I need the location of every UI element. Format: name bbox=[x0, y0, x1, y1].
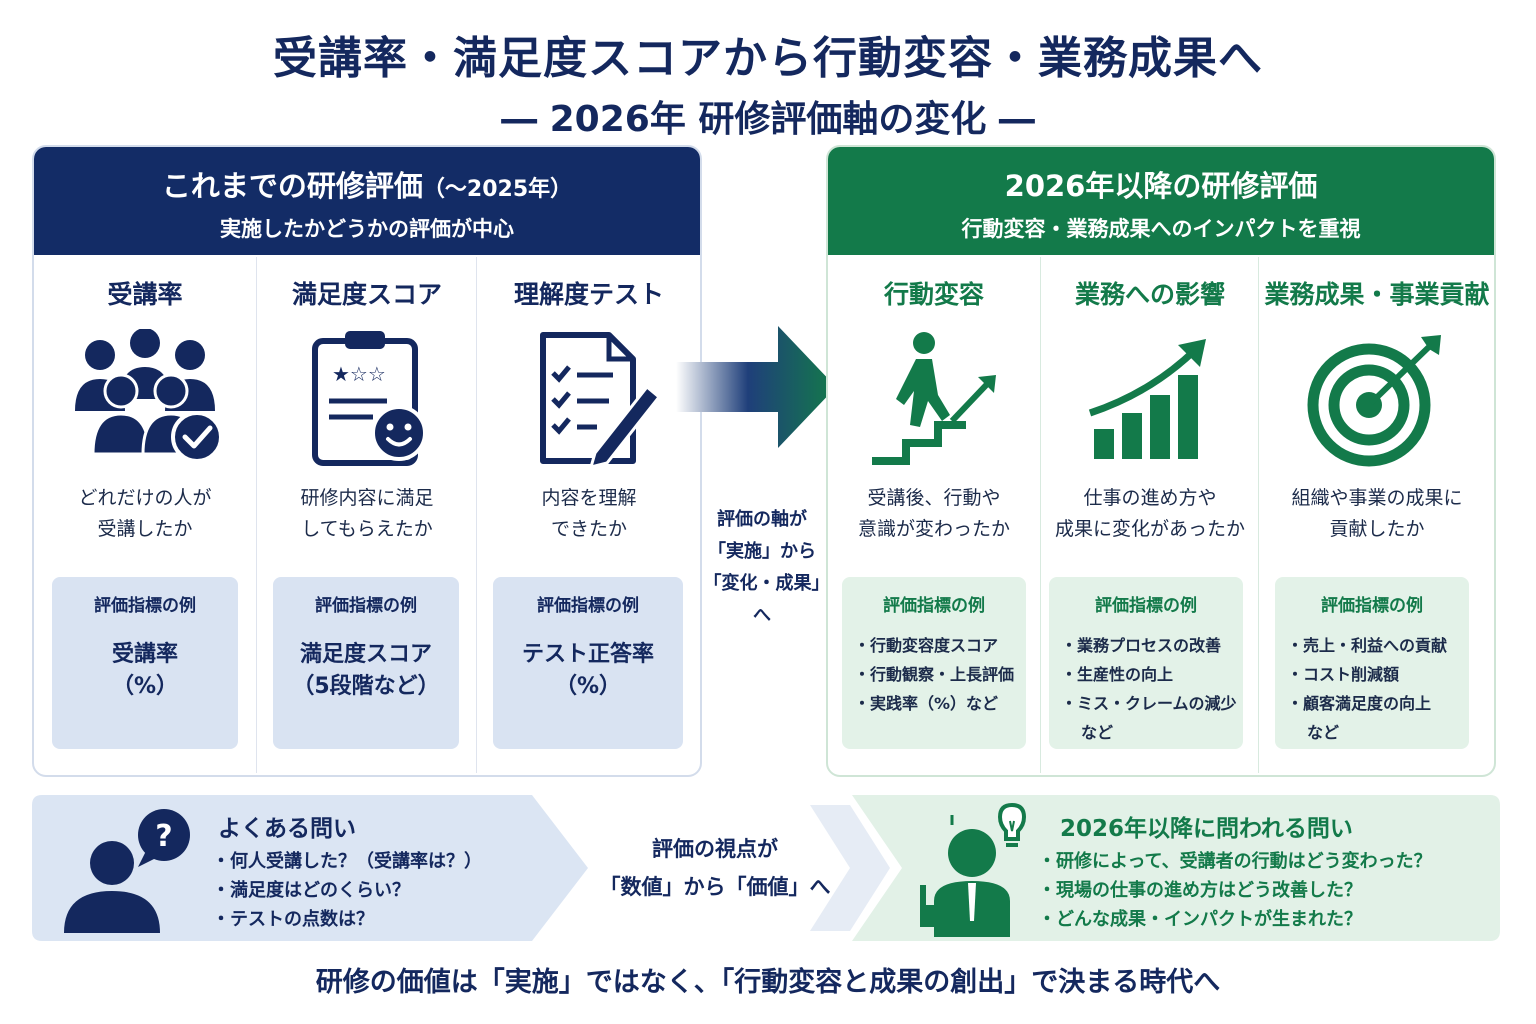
future-questions-title: 2026年以降に問われる問い bbox=[1060, 816, 1353, 842]
metric-unit: （%） bbox=[554, 674, 622, 699]
metric-item: 顧客満足度の向上 bbox=[1287, 689, 1463, 718]
metric-list: 行動変容度スコア 行動観察・上長評価 実践率（%）など bbox=[854, 631, 1020, 718]
metric-example-box: 評価指標の例 満足度スコア （5段階など） bbox=[273, 577, 459, 749]
column-desc-2: 受講したか bbox=[97, 518, 193, 540]
perspective-line-2: 「数値」から「価値」へ bbox=[599, 875, 831, 899]
metric-label: 評価指標の例 bbox=[883, 596, 985, 616]
old-column-understanding: 理解度テスト 内容を理解できたか 評価指標の例 テスト正答率 （%） bbox=[476, 257, 700, 773]
metric-example-box: 評価指標の例 行動変容度スコア 行動観察・上長評価 実践率（%）など bbox=[842, 577, 1026, 749]
new-header-sub: 行動変容・業務成果へのインパクトを重視 bbox=[961, 217, 1361, 241]
metric-item: コスト削減額 bbox=[1287, 660, 1463, 689]
column-desc-2: 意識が変わったか bbox=[857, 518, 1010, 540]
column-title: 満足度スコア bbox=[291, 280, 442, 309]
old-column-satisfaction: 満足度スコア ★☆☆ 研修内容に満足してもらえたか 評価指標の例 満足度スコア （… bbox=[256, 257, 477, 773]
metric-item: 生産性の向上 bbox=[1061, 660, 1237, 689]
column-desc-1: 内容を理解 bbox=[541, 487, 637, 509]
old-panel-header: これまでの研修評価（～2025年） 実施したかどうかの評価が中心 bbox=[34, 147, 700, 255]
people-check-icon bbox=[75, 329, 223, 463]
column-title: 理解度テスト bbox=[513, 280, 664, 309]
common-questions-list: 何人受講した？（受講率は？） 満足度はどのくらい？ テストの点数は？ bbox=[212, 847, 482, 934]
person-climbing-stairs-icon bbox=[872, 332, 996, 465]
axis-shift-line-1: 評価の軸が bbox=[717, 509, 807, 530]
question-item: 何人受講した？（受講率は？） bbox=[212, 847, 482, 876]
column-desc-1: 研修内容に満足 bbox=[300, 487, 434, 509]
axis-shift-text: 評価の軸が 「実施」から 「変化・成果」へ bbox=[700, 504, 824, 632]
person-question-icon: ? bbox=[64, 809, 190, 933]
old-header-main: これまでの研修評価 bbox=[161, 169, 423, 203]
column-title: 受講率 bbox=[107, 280, 183, 309]
old-evaluation-panel: これまでの研修評価（～2025年） 実施したかどうかの評価が中心 受講率 どれだ… bbox=[32, 145, 702, 777]
old-column-attendance: 受講率 どれだけの人が受講したか 評価指標の例 受講率 （%） bbox=[34, 257, 256, 773]
footer-message: 研修の価値は「実施」ではなく、「行動変容と成果の創出」で決まる時代へ bbox=[315, 967, 1221, 998]
transition-arrow-icon bbox=[676, 326, 836, 448]
column-desc-2: 貢献したか bbox=[1329, 518, 1425, 540]
metric-label: 評価指標の例 bbox=[315, 596, 417, 616]
metric-example-box: 評価指標の例 テスト正答率 （%） bbox=[493, 577, 683, 749]
metric-item-etc: など bbox=[1307, 723, 1340, 742]
clipboard-smile-icon: ★☆☆ bbox=[312, 331, 427, 466]
column-title: 行動変容 bbox=[883, 280, 984, 309]
column-desc-2: してもらえたか bbox=[301, 518, 433, 540]
column-desc-1: 仕事の進め方や bbox=[1083, 487, 1217, 509]
metric-item: 実践率（%）など bbox=[854, 689, 1020, 718]
metric-list: 業務プロセスの改善 生産性の向上 ミス・クレームの減少 など bbox=[1061, 631, 1237, 747]
metric-list: 売上・利益への貢献 コスト削減額 顧客満足度の向上 など bbox=[1287, 631, 1463, 747]
column-desc-1: 組織や事業の成果に bbox=[1291, 487, 1463, 509]
metric-item: 業務プロセスの改善 bbox=[1061, 631, 1237, 660]
future-questions-list: 研修によって、受講者の行動はどう変わった？ 現場の仕事の進め方はどう改善した？ … bbox=[1038, 847, 1432, 934]
column-desc-2: 成果に変化があったか bbox=[1054, 518, 1245, 540]
column-title: 業務成果・事業貢献 bbox=[1264, 280, 1490, 309]
future-questions-section: 2026年以降に問われる問い 研修によって、受講者の行動はどう変わった？ 現場の… bbox=[852, 795, 1500, 941]
checklist-pencil-icon bbox=[540, 332, 662, 469]
person-idea-icon bbox=[920, 802, 1027, 937]
question-item: テストの点数は？ bbox=[212, 905, 482, 934]
column-desc-2: できたか bbox=[550, 518, 627, 540]
metric-unit: （%） bbox=[111, 674, 179, 699]
metric-example-box: 評価指標の例 受講率 （%） bbox=[52, 577, 238, 749]
old-header-period: （～2025年） bbox=[422, 177, 573, 202]
common-questions-section: ? よくある問い 何人受講した？（受講率は？） 満足度はどのくらい？ テストの点… bbox=[32, 795, 588, 941]
metric-example-box: 評価指標の例 業務プロセスの改善 生産性の向上 ミス・クレームの減少 など bbox=[1049, 577, 1243, 749]
question-item: 研修によって、受講者の行動はどう変わった？ bbox=[1038, 847, 1432, 876]
svg-text:?: ? bbox=[155, 819, 172, 854]
metric-label: 評価指標の例 bbox=[537, 596, 639, 616]
column-desc-1: どれだけの人が bbox=[78, 487, 212, 509]
perspective-shift-text: 評価の視点が 「数値」から「価値」へ bbox=[596, 830, 834, 906]
question-item: 現場の仕事の進め方はどう改善した？ bbox=[1038, 876, 1432, 905]
metric-item: 行動変容度スコア bbox=[854, 631, 1020, 660]
metric-item: 売上・利益への貢献 bbox=[1287, 631, 1463, 660]
old-header-sub: 実施したかどうかの評価が中心 bbox=[220, 217, 514, 241]
metric-item: ミス・クレームの減少 bbox=[1061, 689, 1237, 718]
question-item: どんな成果・インパクトが生まれた？ bbox=[1038, 905, 1432, 934]
column-title: 業務への影響 bbox=[1074, 280, 1225, 309]
metric-unit: （5段階など） bbox=[292, 674, 440, 699]
metric-value: テスト正答率 bbox=[521, 642, 654, 667]
question-item: 満足度はどのくらい？ bbox=[212, 876, 482, 905]
column-desc-1: 受講後、行動や bbox=[867, 487, 1001, 509]
common-questions-title: よくある問い bbox=[218, 816, 356, 842]
metric-label: 評価指標の例 bbox=[1095, 596, 1197, 616]
main-subtitle: ― 2026年 研修評価軸の変化 ― bbox=[501, 99, 1035, 140]
new-header-main: 2026年以降の研修評価 bbox=[1004, 169, 1318, 203]
metric-example-box: 評価指標の例 売上・利益への貢献 コスト削減額 顧客満足度の向上 など bbox=[1275, 577, 1469, 749]
metric-label: 評価指標の例 bbox=[1321, 596, 1423, 616]
metric-value: 受講率 bbox=[111, 642, 178, 667]
svg-text:★☆☆: ★☆☆ bbox=[332, 362, 386, 386]
axis-shift-line-3: 「変化・成果」へ bbox=[703, 573, 821, 626]
growth-bar-chart-icon bbox=[1088, 339, 1206, 459]
main-title: 受講率・満足度スコアから行動変容・業務成果へ bbox=[273, 33, 1263, 84]
new-evaluation-panel: 2026年以降の研修評価 行動変容・業務成果へのインパクトを重視 行動変容 受講… bbox=[826, 145, 1496, 777]
target-arrow-icon bbox=[1307, 335, 1441, 467]
axis-shift-line-2: 「実施」から bbox=[708, 541, 816, 562]
perspective-line-1: 評価の視点が bbox=[652, 837, 778, 861]
chevron-right-icon bbox=[810, 805, 890, 931]
metric-item-etc: など bbox=[1081, 723, 1114, 742]
metric-value: 満足度スコア bbox=[299, 642, 432, 667]
metric-item: 行動観察・上長評価 bbox=[854, 660, 1020, 689]
metric-label: 評価指標の例 bbox=[94, 596, 196, 616]
new-panel-header: 2026年以降の研修評価 行動変容・業務成果へのインパクトを重視 bbox=[828, 147, 1494, 255]
